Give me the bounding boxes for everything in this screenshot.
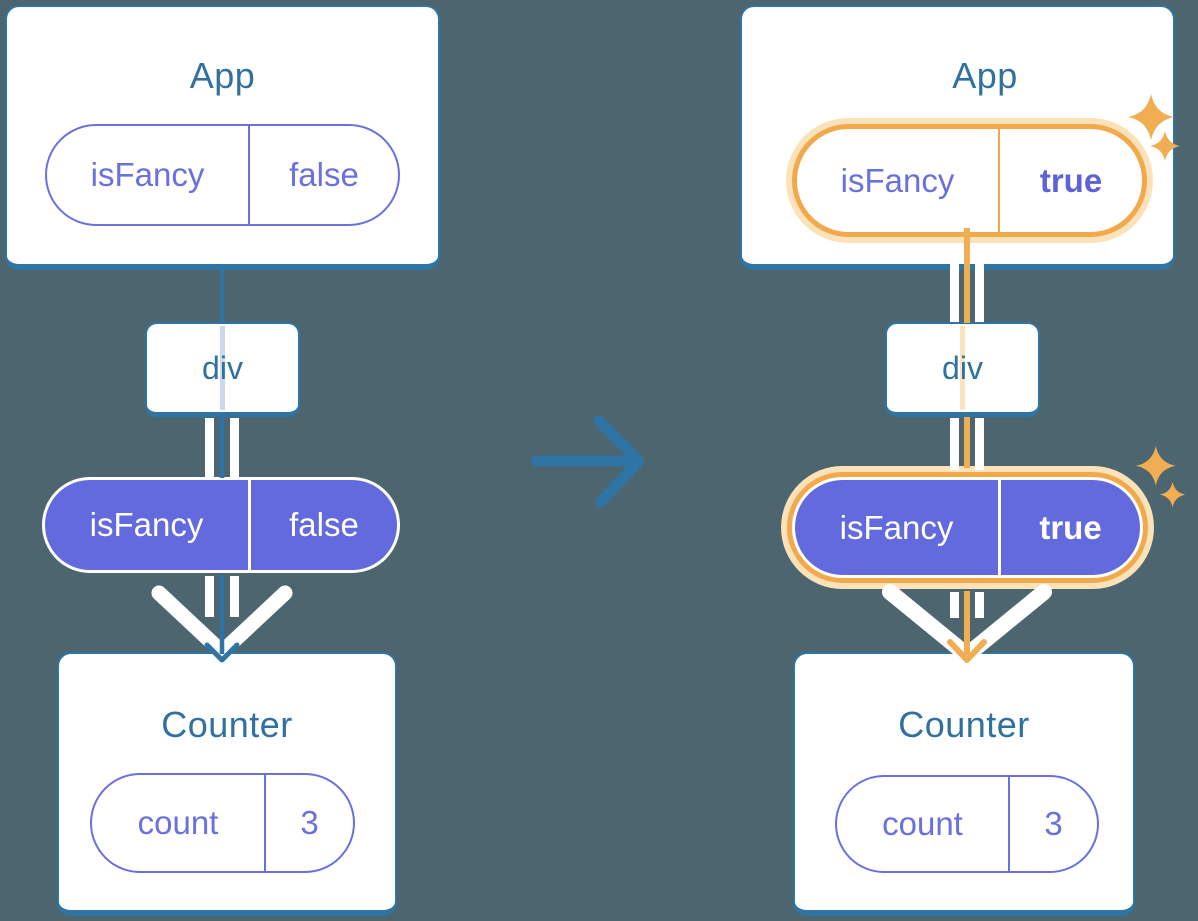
left-passed-prop-pill: isFancy false <box>42 477 400 573</box>
prop-name: isFancy <box>795 480 1001 575</box>
right-app-title: App <box>952 55 1018 96</box>
right-passed-prop-pill-highlighted: isFancy true <box>792 477 1143 578</box>
right-div-pass-line <box>960 326 965 410</box>
left-app-card: App isFancy false <box>5 5 440 270</box>
right-app-prop-pill-highlighted: isFancy true <box>792 124 1147 237</box>
left-counter-card: Counter count 3 <box>57 652 397 916</box>
transform-arrow-icon <box>531 415 645 508</box>
state-name: count <box>837 777 1010 871</box>
right-div-to-pill-pipe <box>950 417 984 470</box>
prop-value: true <box>1039 161 1103 199</box>
sparkle-icon <box>1136 446 1186 508</box>
left-app-prop-pill: isFancy false <box>45 124 400 226</box>
prop-value: false <box>289 156 359 193</box>
left-div-label: div <box>202 349 243 386</box>
state-value: 3 <box>300 804 319 841</box>
prop-value: true <box>1039 508 1102 546</box>
right-counter-state-pill: count 3 <box>835 775 1099 873</box>
left-div-to-pill-pipe <box>205 417 239 480</box>
prop-name: isFancy <box>45 480 251 570</box>
prop-name: isFancy <box>47 126 250 224</box>
prop-value: false <box>289 506 359 543</box>
right-counter-card: Counter count 3 <box>793 652 1135 916</box>
left-app-title: App <box>189 55 256 96</box>
left-counter-title: Counter <box>161 704 293 745</box>
prop-name: isFancy <box>797 129 1000 232</box>
left-counter-state-pill: count 3 <box>90 773 355 873</box>
left-pill-to-counter-arrow <box>151 575 293 663</box>
state-name: count <box>92 775 266 871</box>
left-div-box: div <box>145 322 300 417</box>
right-div-label: div <box>942 349 983 386</box>
right-counter-title: Counter <box>898 704 1030 745</box>
right-app-card: App isFancy true <box>740 5 1175 270</box>
left-div-pass-line <box>220 326 225 410</box>
right-div-box: div <box>885 322 1040 417</box>
state-value: 3 <box>1044 805 1063 842</box>
right-pill-to-counter-arrow <box>882 584 1052 663</box>
